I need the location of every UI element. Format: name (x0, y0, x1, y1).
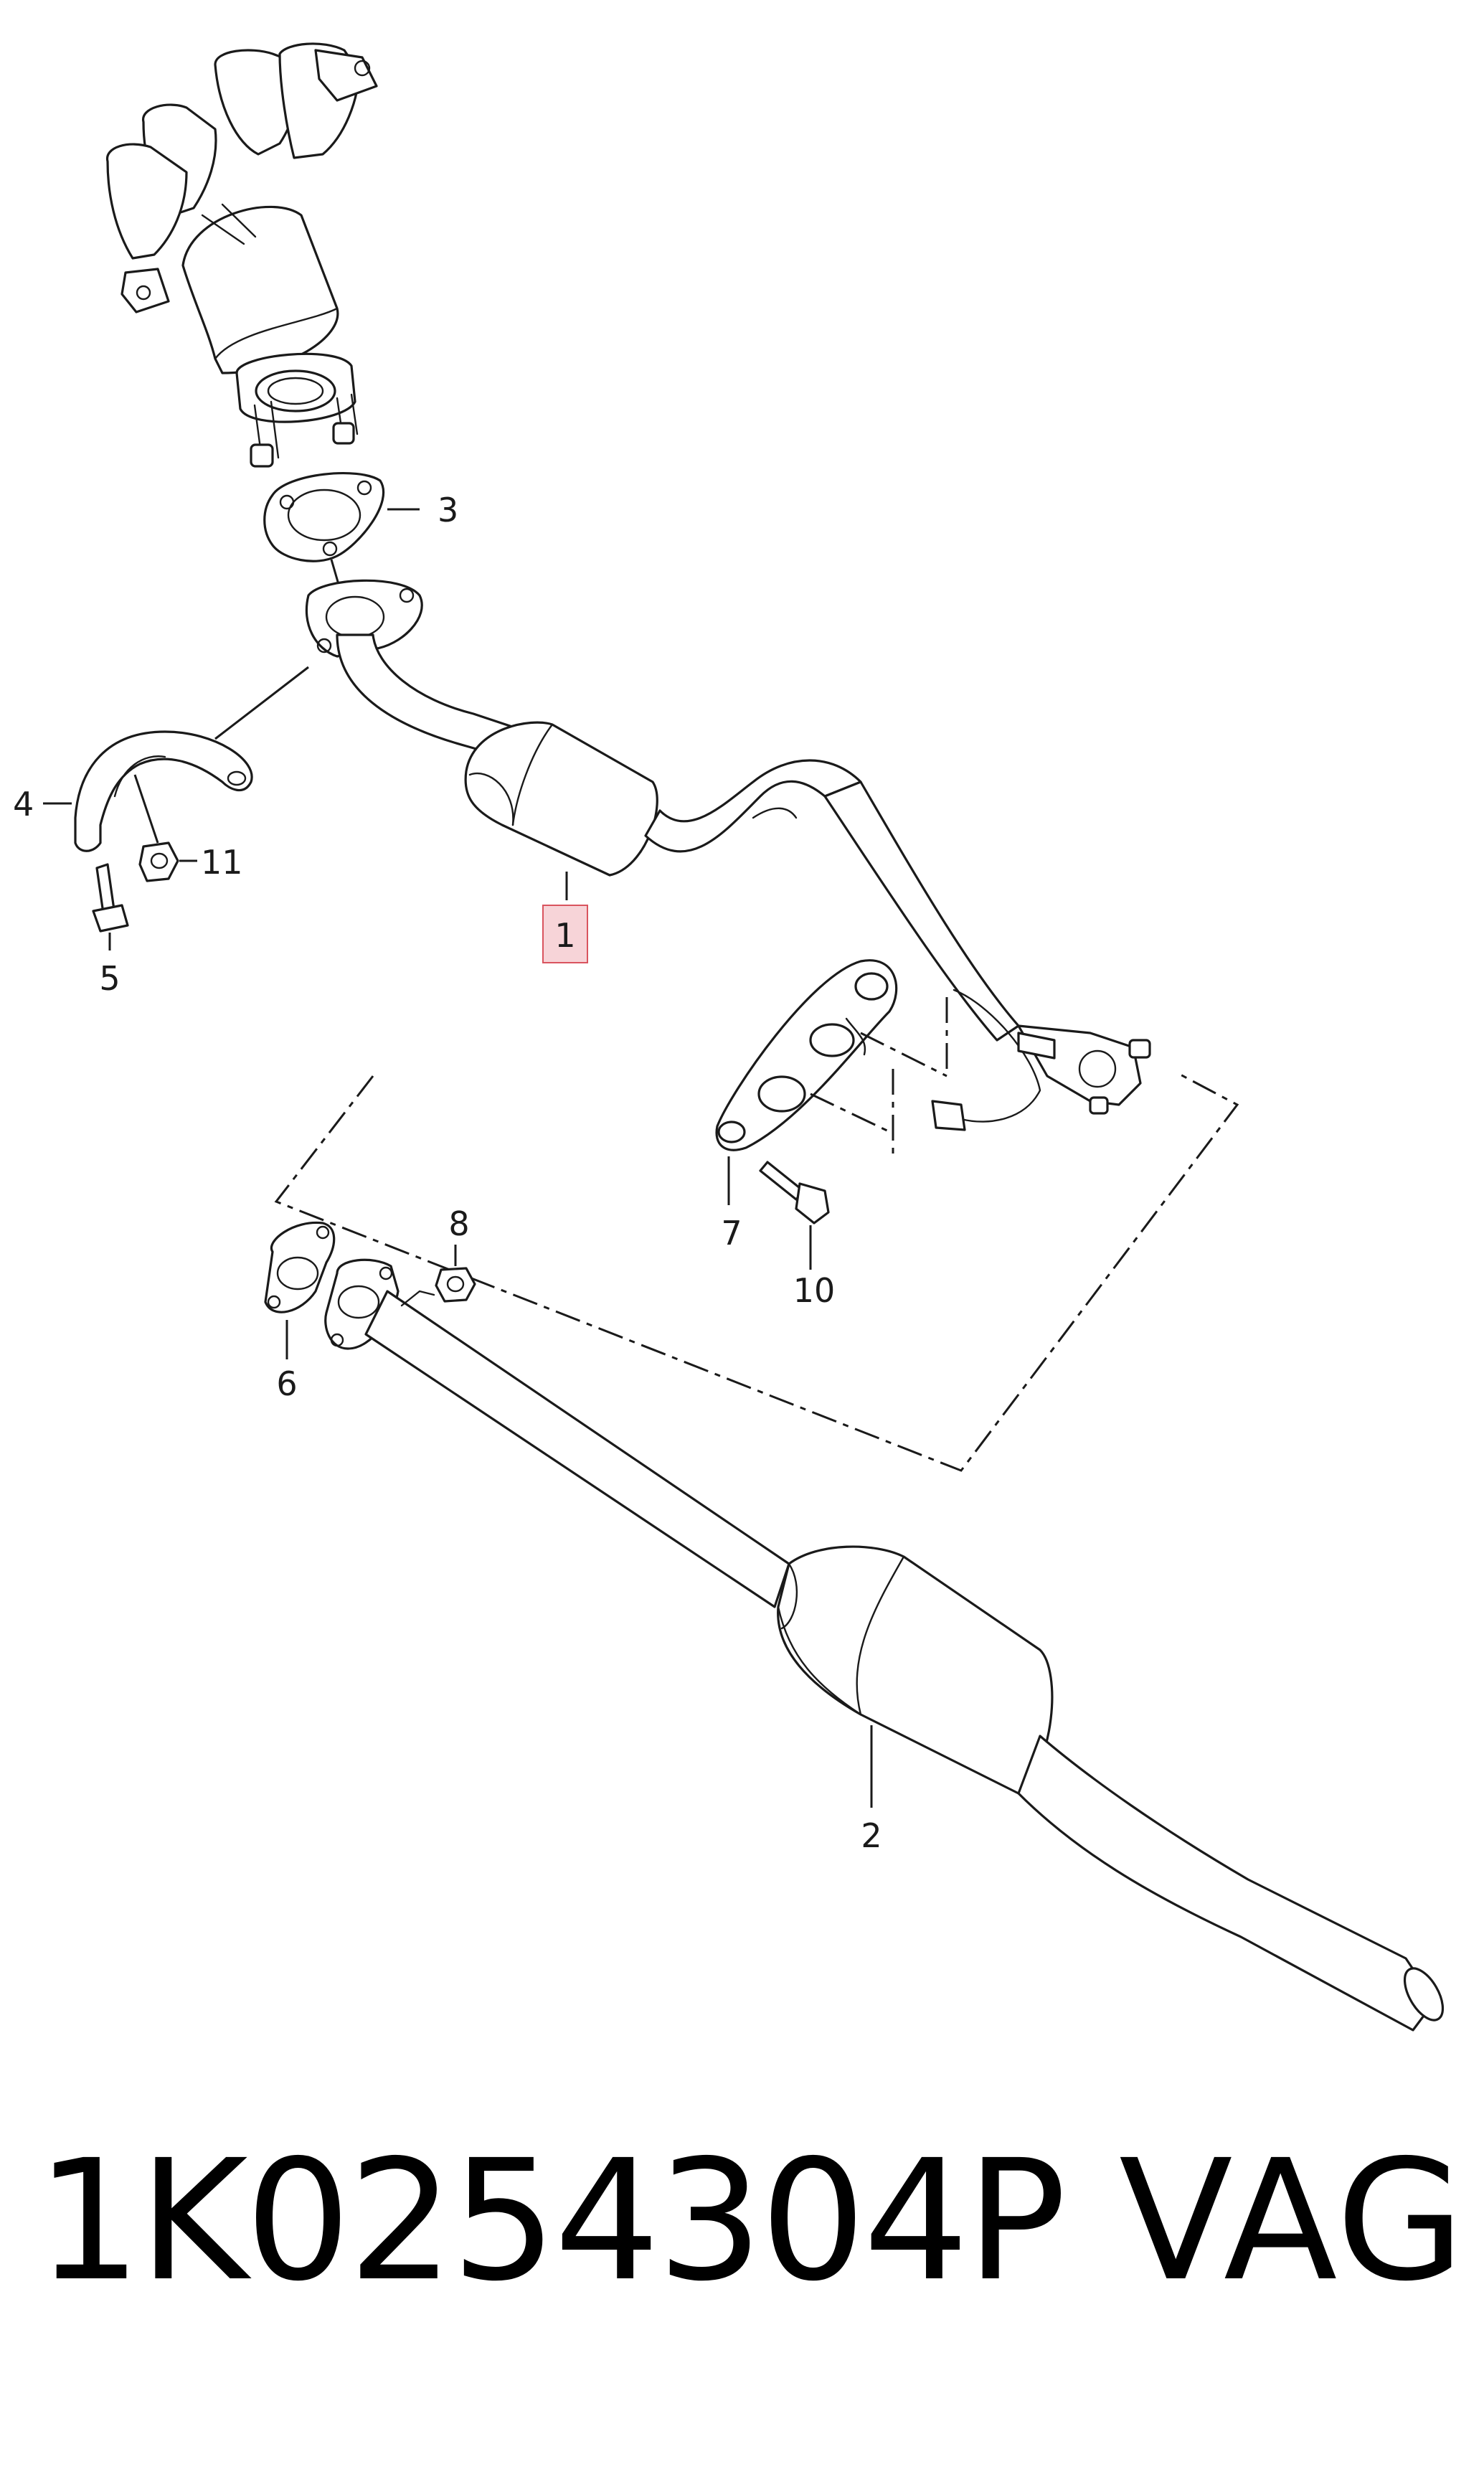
callout-10-label[interactable]: 10 (793, 1271, 836, 1310)
callout-8-label[interactable]: 8 (448, 1204, 469, 1243)
bracket-7 (715, 959, 898, 1205)
callout-7-label[interactable]: 7 (721, 1214, 742, 1252)
brand-name: VAG (1119, 2124, 1467, 2318)
gasket-6 (264, 1221, 336, 1359)
callout-1-label: 1 (554, 916, 575, 955)
leader-bracket-4-to-pipe (214, 666, 309, 740)
bracket-4 (74, 730, 253, 852)
callout-4[interactable]: 4 (13, 785, 72, 824)
gasket-3 (263, 471, 385, 600)
callout-1[interactable]: 1 (542, 872, 588, 963)
callout-3-label: 3 (438, 491, 458, 529)
callout-1-highlight (542, 905, 588, 963)
bolt-5 (92, 863, 129, 950)
callout-4-label: 4 (13, 785, 34, 824)
front-pipe-part-1 (305, 579, 1151, 1131)
rear-silencer-part-2 (324, 1258, 1445, 2032)
nut-8 (400, 1245, 476, 1307)
exhaust-manifold (106, 42, 378, 468)
callout-11-label[interactable]: 11 (201, 843, 243, 882)
bolt-10 (759, 1161, 830, 1270)
assembly-indicators (274, 997, 1239, 1472)
callout-2-label[interactable]: 2 (861, 1816, 882, 1855)
footer: 1K0254304P VAG (0, 2138, 1484, 2439)
callout-5-label[interactable]: 5 (99, 959, 120, 998)
nut-11 (138, 841, 197, 882)
callout-6-label[interactable]: 6 (276, 1364, 297, 1403)
part-number: 1K0254304P (36, 2124, 1067, 2318)
callout-3[interactable]: 3 (387, 491, 458, 529)
